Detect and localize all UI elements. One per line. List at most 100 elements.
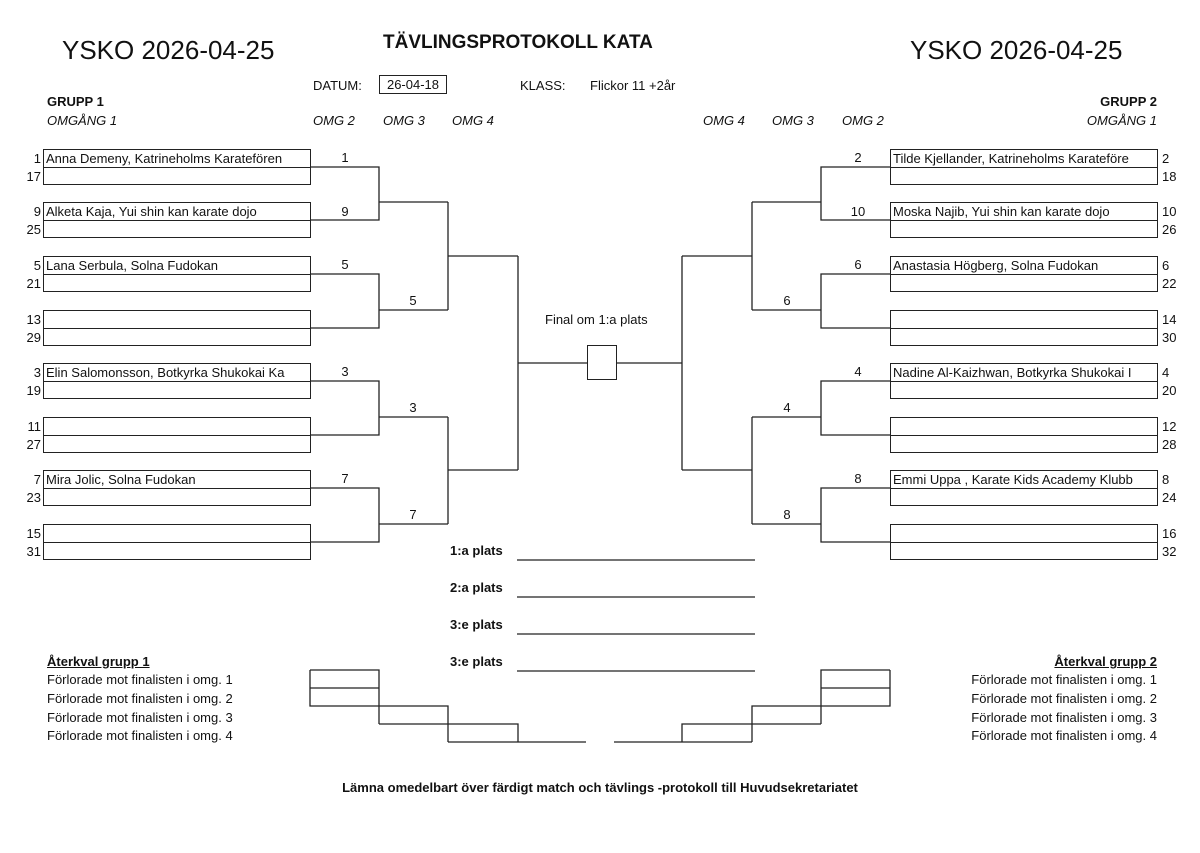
seed-number: 23 (26, 490, 41, 505)
seed-number: 30 (1162, 330, 1177, 345)
page-title: TÄVLINGSPROTOKOLL KATA (383, 32, 653, 53)
footer-note: Lämna omedelbart över färdigt match och … (342, 780, 858, 795)
left-omg2: OMG 2 (313, 113, 355, 128)
left-omg4: OMG 4 (452, 113, 494, 128)
seed-number: 1 (33, 151, 41, 166)
right-omg4: OMG 4 (703, 113, 745, 128)
competitor-slot[interactable] (43, 310, 311, 329)
final-label: Final om 1:a plats (545, 312, 648, 327)
competitor-slot[interactable]: Alketa Kaja, Yui shin kan karate dojo (43, 202, 311, 221)
seed-number: 6 (1162, 258, 1170, 273)
omg2-connector (310, 487, 380, 543)
competitor-slot[interactable] (890, 435, 1158, 453)
omg2-winner: 9 (341, 204, 349, 219)
competitor-slot[interactable] (43, 488, 311, 506)
omg3-winner: 3 (409, 400, 417, 415)
brand-right: YSKO 2026-04-25 (910, 35, 1123, 65)
seed-number: 13 (26, 312, 41, 327)
placing-1-label: 1:a plats (450, 543, 503, 558)
seed-number: 32 (1162, 544, 1177, 559)
omg3-winner: 7 (409, 507, 417, 522)
competitor-slot[interactable] (43, 417, 311, 436)
omg2-connector (310, 380, 380, 436)
seed-number: 15 (26, 526, 41, 541)
repechage-1-row: Förlorade mot finalisten i omg. 4 (47, 728, 233, 743)
competitor-slot[interactable]: Elin Salomonsson, Botkyrka Shukokai Ka (43, 363, 311, 382)
competitor-slot[interactable]: Emmi Uppa , Karate Kids Academy Klubb (890, 470, 1158, 489)
competitor-slot[interactable]: Tilde Kjellander, Katrineholms Karateför… (890, 149, 1158, 168)
competitor-slot[interactable] (890, 417, 1158, 436)
competitor-slot[interactable] (43, 167, 311, 185)
seed-number: 18 (1162, 169, 1177, 184)
seed-number: 27 (26, 437, 41, 452)
omg2-winner: 1 (341, 150, 349, 165)
seed-number: 16 (1162, 526, 1177, 541)
competitor-slot[interactable]: Anna Demeny, Katrineholms Karatefören (43, 149, 311, 168)
omg4-connector (448, 255, 519, 471)
left-omg3: OMG 3 (383, 113, 425, 128)
competitor-slot[interactable] (43, 542, 311, 560)
omg2-winner: 6 (854, 257, 862, 272)
seed-number: 4 (1162, 365, 1170, 380)
competitor-slot[interactable] (890, 274, 1158, 292)
omg3-winner: 4 (783, 400, 791, 415)
competitor-slot[interactable] (43, 435, 311, 453)
competitor-slot[interactable]: Mira Jolic, Solna Fudokan (43, 470, 311, 489)
competitor-slot[interactable] (890, 167, 1158, 185)
placing-3a-label: 3:e plats (450, 617, 503, 632)
seed-number: 28 (1162, 437, 1177, 452)
group-2-round1: OMGÅNG 1 (1086, 113, 1157, 128)
placing-3b-label: 3:e plats (450, 654, 503, 669)
competitor-slot[interactable] (43, 220, 311, 238)
competitor-slot[interactable]: Nadine Al-Kaizhwan, Botkyrka Shukokai I (890, 363, 1158, 382)
competitor-slot[interactable] (890, 220, 1158, 238)
seed-number: 11 (27, 419, 42, 434)
omg2-winner: 10 (850, 204, 866, 219)
datum-field[interactable]: 26-04-18 (379, 75, 447, 94)
seed-number: 8 (1162, 472, 1170, 487)
group-2-title: GRUPP 2 (1100, 94, 1157, 109)
repechage-2-row: Förlorade mot finalisten i omg. 4 (971, 728, 1157, 743)
omg2-winner: 4 (854, 364, 862, 379)
competitor-slot[interactable] (890, 524, 1158, 543)
repechage-1-title: Återkval grupp 1 (47, 654, 150, 669)
omg2-connector (310, 166, 380, 221)
repechage-2-row: Förlorade mot finalisten i omg. 2 (971, 691, 1157, 706)
klass-label: KLASS: (520, 78, 566, 93)
seed-number: 26 (1162, 222, 1177, 237)
placing-2-label: 2:a plats (450, 580, 503, 595)
seed-number: 25 (26, 222, 41, 237)
competitor-slot[interactable] (890, 488, 1158, 506)
repechage-1-row: Förlorade mot finalisten i omg. 3 (47, 710, 233, 725)
competitor-slot[interactable] (890, 328, 1158, 346)
competitor-slot[interactable]: Lana Serbula, Solna Fudokan (43, 256, 311, 275)
right-omg2: OMG 2 (842, 113, 884, 128)
datum-label: DATUM: (313, 78, 362, 93)
klass-value: Flickor 11 +2år (590, 78, 676, 93)
competitor-slot[interactable] (890, 310, 1158, 329)
competitor-slot[interactable]: Moska Najib, Yui shin kan karate dojo (890, 202, 1158, 221)
omg2-winner: 5 (341, 257, 349, 272)
omg2-winner: 3 (341, 364, 349, 379)
seed-number: 22 (1162, 276, 1177, 291)
omg3-winner: 8 (783, 507, 791, 522)
competitor-slot[interactable]: Anastasia Högberg, Solna Fudokan (890, 256, 1158, 275)
final-box[interactable] (587, 345, 617, 380)
competitor-slot[interactable] (43, 381, 311, 399)
competitor-slot[interactable] (43, 328, 311, 346)
seed-number: 24 (1162, 490, 1177, 505)
competitor-slot[interactable] (890, 381, 1158, 399)
competitor-slot[interactable] (43, 274, 311, 292)
omg3-winner: 6 (783, 293, 791, 308)
competitor-slot[interactable] (890, 542, 1158, 560)
repechage-2-row: Förlorade mot finalisten i omg. 1 (971, 672, 1157, 687)
seed-number: 17 (26, 169, 41, 184)
group-1-round1: OMGÅNG 1 (47, 113, 118, 128)
competitor-slot[interactable] (43, 524, 311, 543)
omg2-connector (820, 166, 890, 221)
repechage-1-row: Förlorade mot finalisten i omg. 1 (47, 672, 233, 687)
seed-number: 5 (33, 258, 41, 273)
seed-number: 14 (1162, 312, 1177, 327)
seed-number: 9 (33, 204, 41, 219)
